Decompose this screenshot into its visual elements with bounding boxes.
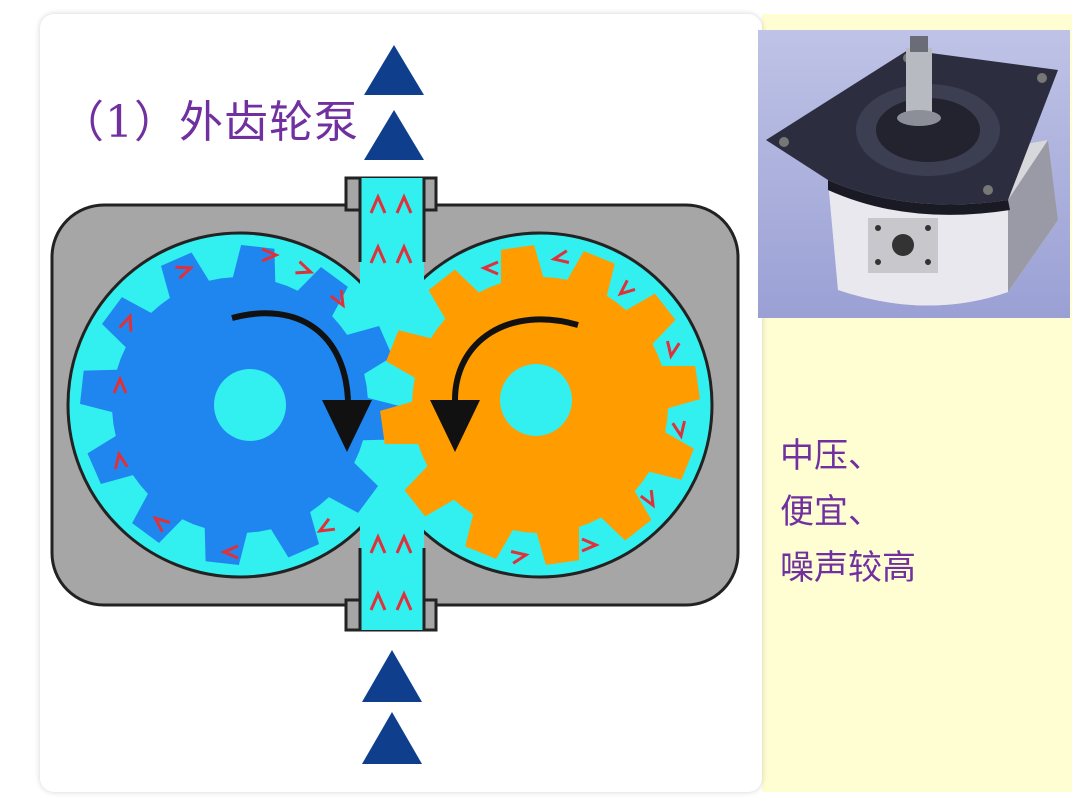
- gear-pump-photo: [758, 30, 1070, 318]
- pump-port-bolt: [875, 225, 881, 231]
- triangle-up-icon: [362, 712, 422, 764]
- note-line: 噪声较高: [780, 548, 916, 588]
- chevron-icon: [666, 340, 681, 360]
- note-line: 便宜、: [780, 492, 882, 532]
- chevron-icon: [220, 544, 239, 560]
- chevron-icon: [480, 260, 499, 276]
- chevron-icon: [369, 243, 387, 264]
- chevron-icon: [369, 193, 387, 214]
- chevron-icon: [581, 537, 600, 553]
- chevron-icon: [395, 193, 413, 214]
- chevron-icon: [510, 550, 530, 565]
- pump-body-side: [1008, 140, 1058, 292]
- chevron-icon: [395, 243, 413, 264]
- chevron-icon: [118, 312, 133, 332]
- chevron-icon: [112, 375, 128, 394]
- chevron-icon: [395, 590, 413, 611]
- chevron-icon: [617, 279, 636, 297]
- curved-arrow-head-icon: [430, 400, 480, 452]
- chevron-icon: [550, 249, 570, 264]
- chevron-icon: [671, 420, 686, 440]
- pump-port: [892, 234, 914, 256]
- chevron-icon: [369, 533, 387, 554]
- chevron-icon: [114, 450, 129, 470]
- pump-shaft: [906, 48, 932, 118]
- chevron-icon: [175, 265, 195, 280]
- chevron-icon: [329, 289, 345, 309]
- flange-bolt-hole: [779, 137, 789, 147]
- feature-notes: 中压、 便宜、 噪声较高: [780, 428, 916, 596]
- curved-arrow-icon: [452, 316, 579, 401]
- pump-port-bolt: [925, 225, 931, 231]
- triangle-up-icon: [364, 45, 424, 95]
- chevron-icon: [395, 533, 413, 554]
- left-gear-hub: [214, 369, 286, 441]
- pump-photo-illustration: [766, 36, 1058, 306]
- pump-flange-edge: [828, 180, 1010, 215]
- triangle-up-icon: [364, 110, 424, 160]
- chevron-icon: [369, 590, 387, 611]
- pump-shaft-collar: [897, 110, 941, 126]
- right-gear-hub: [500, 364, 572, 436]
- pump-port-bolt: [875, 259, 881, 265]
- chevron-icon: [316, 517, 336, 533]
- pump-shaft-nut: [910, 36, 928, 52]
- chevron-icon: [261, 247, 280, 263]
- triangle-up-icon: [362, 650, 422, 702]
- pump-port-bolt: [925, 259, 931, 265]
- curved-arrow-head-icon: [322, 400, 372, 452]
- chevron-icon: [295, 260, 315, 275]
- page-title: （1）外齿轮泵: [60, 97, 359, 148]
- curved-arrow-icon: [231, 310, 351, 401]
- chevron-icon: [152, 515, 171, 533]
- flange-bolt-hole: [1037, 73, 1047, 83]
- note-line: 中压、: [780, 436, 882, 476]
- chevron-icon: [639, 489, 655, 509]
- flange-bolt-hole: [983, 185, 993, 195]
